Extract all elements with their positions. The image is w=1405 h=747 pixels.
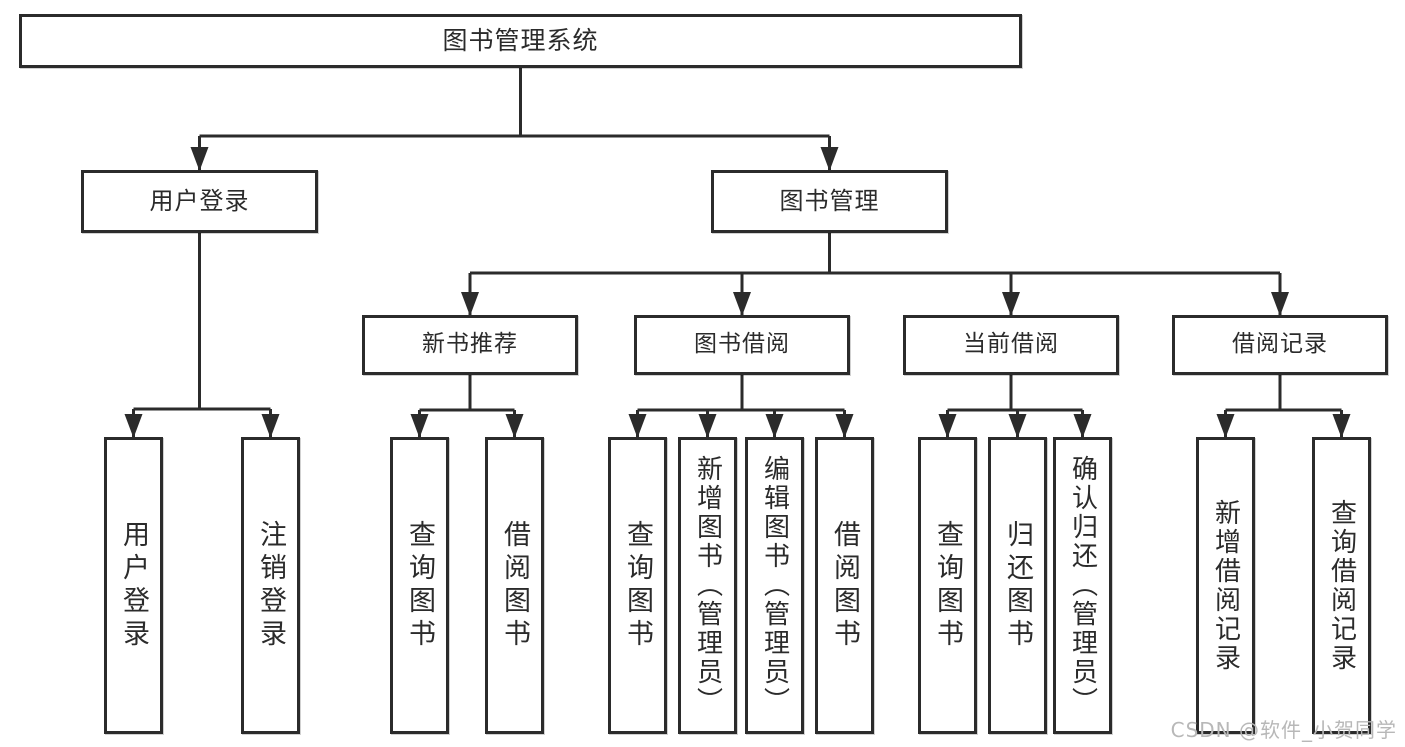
node-login[interactable]: 用户登录	[81, 170, 318, 233]
node-label: 查询图书	[932, 519, 963, 652]
node-label: 当前借阅	[963, 331, 1059, 358]
watermark-text: CSDN @软件_小贺同学	[1170, 718, 1397, 742]
node-label: 注销登录	[255, 519, 286, 652]
node-label: 借阅图书	[829, 519, 860, 652]
arrowhead	[1332, 414, 1351, 438]
arrowhead	[1002, 292, 1020, 316]
arrowhead	[698, 414, 717, 438]
node-l_edit[interactable]: 编辑图书（管理员）	[745, 437, 804, 734]
node-label: 借阅图书	[499, 519, 530, 652]
node-l_addrec[interactable]: 新增借阅记录	[1196, 437, 1255, 734]
node-newbook[interactable]: 新书推荐	[362, 315, 578, 375]
arrowhead	[1073, 414, 1092, 438]
arrowhead	[1216, 414, 1235, 438]
arrowhead	[505, 414, 524, 438]
node-l_q3[interactable]: 查询图书	[918, 437, 977, 734]
arrowhead	[628, 414, 647, 438]
node-l_b1[interactable]: 借阅图书	[485, 437, 544, 734]
node-records[interactable]: 借阅记录	[1172, 315, 1388, 375]
node-label: 新增图书（管理员）	[692, 455, 723, 716]
node-label: 用户登录	[118, 519, 149, 652]
arrowhead	[261, 414, 280, 438]
node-l_qrec[interactable]: 查询借阅记录	[1312, 437, 1371, 734]
arrowhead	[410, 414, 429, 438]
node-l_add[interactable]: 新增图书（管理员）	[678, 437, 737, 734]
arrowhead	[733, 292, 751, 316]
node-label: 归还图书	[1002, 519, 1033, 652]
arrowhead	[461, 292, 479, 316]
node-l_b2[interactable]: 借阅图书	[815, 437, 874, 734]
arrowhead	[124, 414, 143, 438]
node-label: 查询图书	[622, 519, 653, 652]
arrowhead	[190, 147, 209, 171]
node-root[interactable]: 图书管理系统	[19, 14, 1022, 68]
node-label: 查询借阅记录	[1326, 498, 1357, 673]
node-label: 图书借阅	[694, 331, 790, 358]
arrowhead	[820, 147, 839, 171]
arrowhead	[835, 414, 854, 438]
node-label: 图书管理	[779, 187, 880, 216]
node-label: 图书管理系统	[442, 26, 599, 56]
arrowhead	[1008, 414, 1027, 438]
arrowhead	[938, 414, 957, 438]
arrowhead	[1271, 292, 1289, 316]
node-label: 查询图书	[404, 519, 435, 652]
node-l_return[interactable]: 归还图书	[988, 437, 1047, 734]
node-label: 新书推荐	[422, 331, 518, 358]
node-label: 确认归还（管理员）	[1067, 455, 1098, 716]
node-l_q2[interactable]: 查询图书	[608, 437, 667, 734]
node-l_login[interactable]: 用户登录	[104, 437, 163, 734]
arrowhead	[765, 414, 784, 438]
node-bookmgmt[interactable]: 图书管理	[711, 170, 948, 233]
node-l_confirm[interactable]: 确认归还（管理员）	[1053, 437, 1112, 734]
node-l_q1[interactable]: 查询图书	[390, 437, 449, 734]
node-label: 编辑图书（管理员）	[759, 455, 790, 716]
node-label: 用户登录	[149, 187, 250, 216]
node-current[interactable]: 当前借阅	[903, 315, 1119, 375]
node-borrow[interactable]: 图书借阅	[634, 315, 850, 375]
node-label: 借阅记录	[1232, 331, 1328, 358]
node-l_logout[interactable]: 注销登录	[241, 437, 300, 734]
node-label: 新增借阅记录	[1210, 498, 1241, 673]
